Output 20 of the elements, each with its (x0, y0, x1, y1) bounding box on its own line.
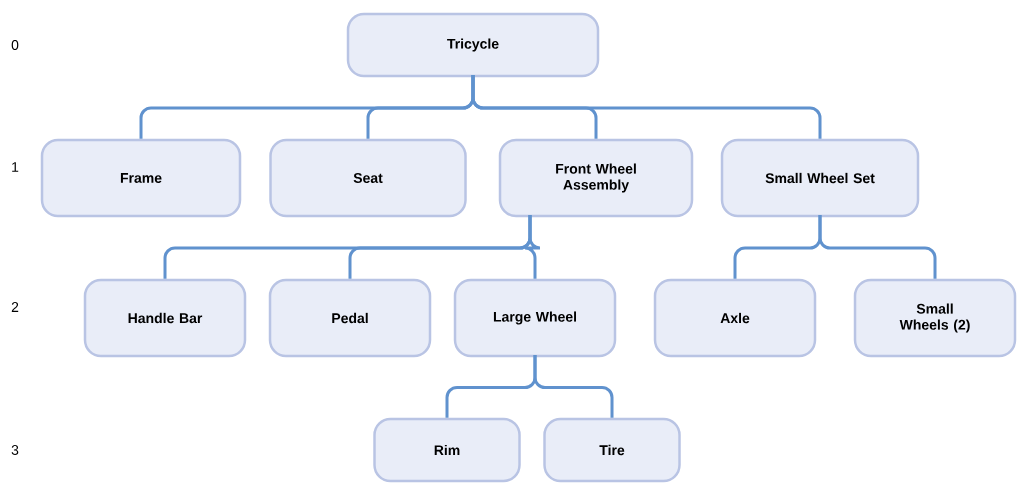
process-box: Pedal (268, 278, 432, 358)
process-box: Tire (543, 417, 681, 483)
process-box: Small Wheels (2) (853, 278, 1017, 358)
connector (471, 75, 822, 139)
process-box: Front Wheel Assembly (498, 138, 694, 218)
process-box: Axle (653, 278, 817, 358)
level-number: 2 (11, 302, 19, 312)
connector (533, 355, 614, 418)
process-box: Handle Bar (83, 278, 247, 358)
level-number: 0 (11, 40, 19, 50)
process-box: Small Wheel Set (720, 138, 920, 218)
process-box: Seat (269, 138, 467, 218)
process-box: Rim (373, 417, 521, 483)
process-box: Large Wheel (453, 278, 617, 358)
connector (818, 215, 937, 279)
level-number: 3 (11, 445, 19, 455)
process-box: Frame (40, 138, 242, 218)
process-box: Tricycle (346, 12, 600, 78)
connector (523, 215, 542, 279)
level-number: 1 (12, 162, 19, 172)
